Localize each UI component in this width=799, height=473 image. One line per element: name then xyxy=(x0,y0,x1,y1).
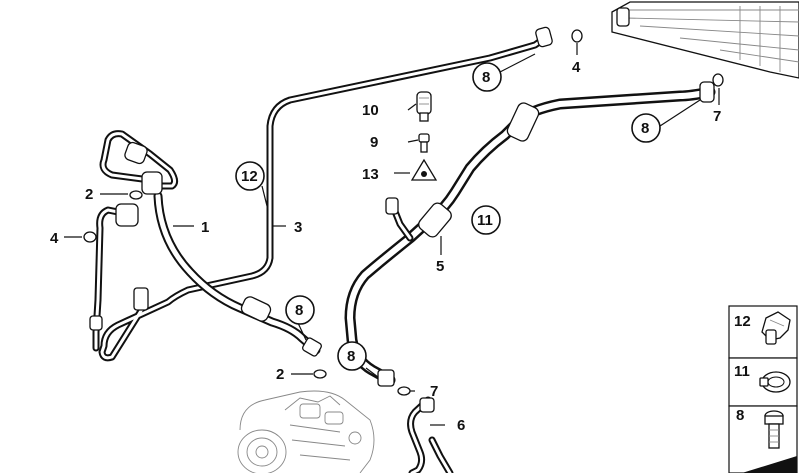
callout-circle-11 xyxy=(471,205,501,235)
callout-9: 9 xyxy=(370,134,378,151)
legend-label-12: 12 xyxy=(734,313,751,330)
compressor xyxy=(237,390,375,473)
pipe-line-6 xyxy=(407,396,454,473)
legend-panel: 12 11 8 xyxy=(728,305,798,473)
callout-8b: 8 xyxy=(641,120,649,137)
callout-circle-8a xyxy=(472,62,502,92)
callout-circle-8b xyxy=(631,113,661,143)
callout-12: 12 xyxy=(241,168,258,185)
valve-core-9 xyxy=(418,133,430,153)
callout-4b: 4 xyxy=(572,59,581,76)
legend-label-8: 8 xyxy=(736,407,744,424)
o-rings xyxy=(83,29,724,396)
clip-part-icon xyxy=(761,311,791,345)
leader-lines xyxy=(64,43,720,426)
callout-8d: 8 xyxy=(347,348,355,365)
callout-7a: 7 xyxy=(713,108,721,125)
callout-8a: 8 xyxy=(482,69,490,86)
callout-7b: 7 xyxy=(430,383,438,400)
callout-11: 11 xyxy=(477,212,493,229)
hose-clamp-icon xyxy=(759,371,791,393)
callout-circle-8c xyxy=(285,295,315,325)
callout-4a: 4 xyxy=(50,230,59,247)
warning-label-13 xyxy=(410,158,438,181)
callout-13: 13 xyxy=(362,166,379,183)
callout-circle-8d xyxy=(337,341,367,371)
callout-3: 3 xyxy=(294,219,302,236)
callout-8c: 8 xyxy=(295,302,303,319)
fittings xyxy=(89,26,715,413)
pipe-line-3 xyxy=(98,34,549,362)
callout-numbers: 1 2 2 3 4 4 5 6 7 7 8 8 8 8 9 10 11 12 1… xyxy=(50,59,721,434)
callout-10: 10 xyxy=(362,102,379,119)
callout-1: 1 xyxy=(201,219,209,236)
legend-corner-wedge xyxy=(742,456,797,473)
pressure-switch-10 xyxy=(416,91,432,122)
callout-6: 6 xyxy=(457,417,465,434)
condenser xyxy=(611,1,799,79)
pipe-line-1 xyxy=(153,191,321,355)
legend-label-11: 11 xyxy=(734,363,750,380)
pipe-loop-assembly xyxy=(92,130,179,352)
callout-5: 5 xyxy=(436,258,444,275)
callout-2a: 2 xyxy=(85,186,93,203)
callout-circle-12 xyxy=(235,161,265,191)
callout-2b: 2 xyxy=(276,366,284,383)
bolt-icon xyxy=(764,410,784,449)
